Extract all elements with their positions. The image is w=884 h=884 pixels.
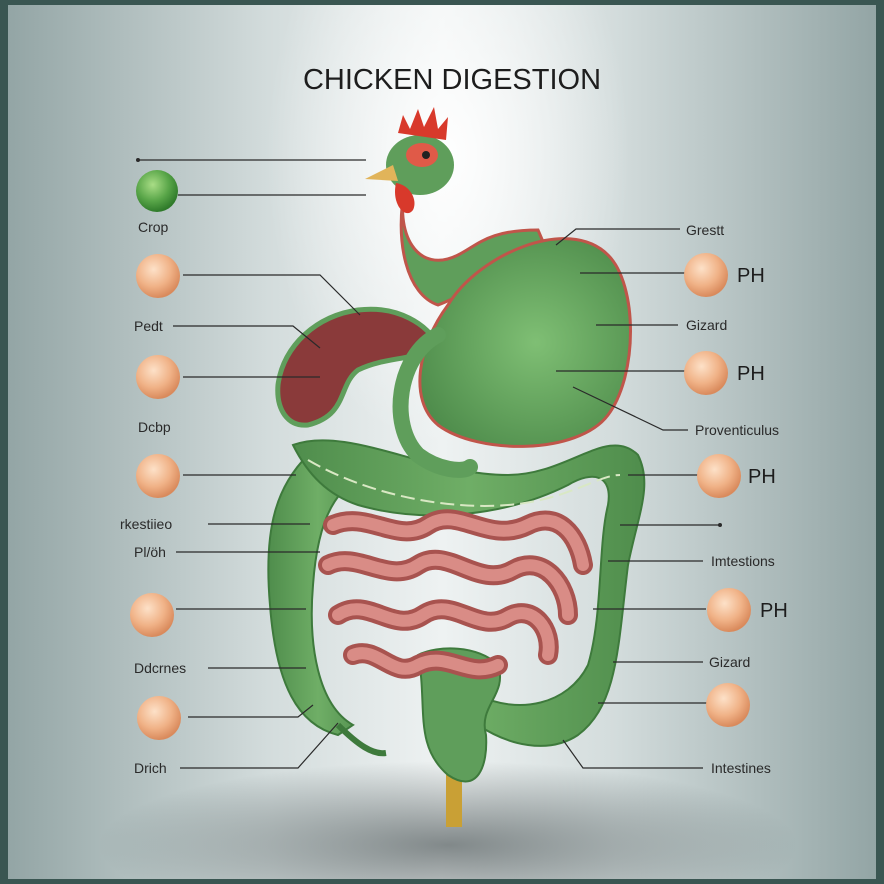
label-intestines: Intestines bbox=[711, 760, 771, 776]
marker-peach bbox=[136, 355, 180, 399]
ph-label: PH bbox=[737, 265, 765, 287]
marker-peach bbox=[697, 454, 741, 498]
leader-dot bbox=[136, 158, 140, 162]
eye bbox=[422, 151, 430, 159]
label-crop: Crop bbox=[138, 219, 169, 235]
leader-line bbox=[188, 705, 313, 717]
beak bbox=[365, 165, 398, 181]
marker-peach bbox=[707, 588, 751, 632]
marker-peach bbox=[130, 593, 174, 637]
diagram-frame: CHICKEN DIGESTION bbox=[8, 5, 876, 879]
label-left: Ddcrnes bbox=[134, 660, 186, 676]
label-left: Drich bbox=[134, 760, 167, 776]
label-left: Pl/öh bbox=[134, 544, 166, 560]
leader-line bbox=[183, 275, 360, 315]
ph-label: PH bbox=[748, 466, 776, 488]
chicken-digestion-diagram: CHICKEN DIGESTION bbox=[8, 5, 876, 879]
ph-label: PH bbox=[737, 363, 765, 385]
marker-peach bbox=[136, 454, 180, 498]
leader-line bbox=[563, 740, 703, 768]
diagram-title: CHICKEN DIGESTION bbox=[303, 64, 601, 96]
label-gizzard: Gizard bbox=[709, 654, 750, 670]
label-left: rkestiieo bbox=[120, 516, 172, 532]
marker-peach bbox=[684, 351, 728, 395]
label-right: Imtestions bbox=[711, 553, 775, 569]
label-right: Grestt bbox=[686, 222, 724, 238]
marker-peach bbox=[137, 696, 181, 740]
label-proventriculus: Proventiculus bbox=[695, 422, 779, 438]
cecum bbox=[338, 725, 386, 753]
left-labels: Crop Pedt Dcbp rkestiieo Pl/öh Ddcrnes D… bbox=[120, 219, 186, 776]
ph-label: PH bbox=[760, 600, 788, 622]
marker-green bbox=[136, 170, 178, 212]
digestive-tract-illustration bbox=[268, 107, 644, 827]
leader-dot bbox=[718, 523, 722, 527]
comb bbox=[398, 107, 448, 140]
marker-peach bbox=[706, 683, 750, 727]
leader-line bbox=[180, 723, 338, 768]
marker-peach bbox=[684, 253, 728, 297]
label-gizzard: Gizard bbox=[686, 317, 727, 333]
label-left: Pedt bbox=[134, 318, 163, 334]
marker-peach bbox=[136, 254, 180, 298]
label-left: Dcbp bbox=[138, 419, 171, 435]
